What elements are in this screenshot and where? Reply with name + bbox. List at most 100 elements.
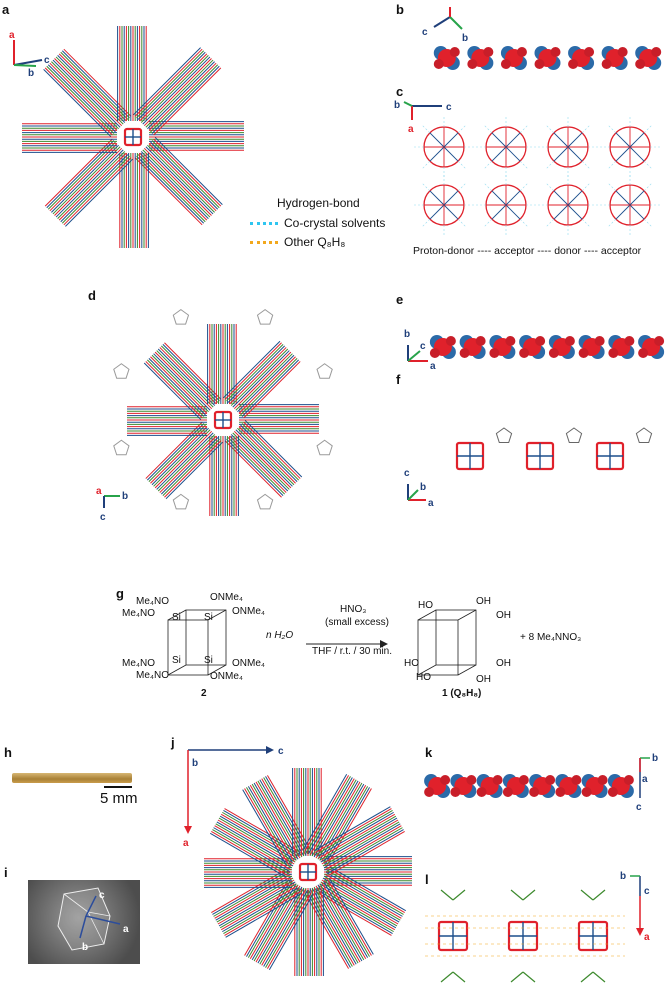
legend-item-other: Other Q₈H₈	[250, 235, 345, 249]
axis-label-a-f: a	[428, 498, 434, 509]
axis-triad-e: b c a	[404, 329, 436, 372]
pentagon-solvent-d	[172, 308, 190, 325]
axis-label-a: a	[9, 30, 15, 41]
spacefill-unit-k	[502, 774, 529, 798]
crystal-structure-j	[204, 768, 412, 976]
spacefill-unit-e	[519, 335, 546, 359]
product-oh-1: HO	[418, 600, 433, 611]
axis-label-a-e: a	[430, 361, 436, 372]
hbond-unit-c	[412, 115, 476, 179]
product-oh-7: HO	[416, 672, 431, 683]
spacefill-unit-k	[607, 774, 634, 798]
panel-letter-l: l	[425, 872, 429, 887]
spacefill-unit-b	[433, 46, 460, 70]
axis-label-c-e: c	[420, 341, 426, 352]
axis-label-b-f: b	[420, 482, 426, 493]
crystal-axis-c: c	[99, 890, 105, 901]
axis-label-a-j: a	[183, 838, 189, 849]
pentagon-solvent-f	[565, 427, 583, 443]
spacefill-unit-b	[601, 46, 628, 70]
packing-diagram-l	[425, 889, 625, 983]
reactant-sub-5: Me₄NO	[122, 658, 155, 669]
axis-label-b-e: b	[404, 329, 410, 340]
axis-label-c-b: c	[422, 27, 428, 38]
molecule-fan-a-arm	[117, 26, 147, 121]
solvent-unit-l	[440, 889, 466, 983]
legend-label-other: Other Q₈H₈	[284, 235, 346, 249]
axis-label-c-f: c	[404, 468, 410, 479]
solvent-unit-l	[510, 889, 536, 983]
spacefill-unit-e	[489, 335, 516, 359]
spacefill-unit-k	[529, 774, 556, 798]
axis-triad-c: b c a	[394, 100, 452, 135]
legend-swatch-other	[250, 240, 278, 244]
cage-unit-l	[577, 920, 609, 952]
packing-diagram-c	[412, 115, 662, 237]
hbond-unit-c	[474, 115, 538, 179]
axis-triad-b: c b	[422, 7, 468, 44]
product-oh-6: OH	[476, 674, 491, 685]
axis-label-b-j: b	[192, 758, 198, 769]
cage-unit-l	[507, 920, 539, 952]
spacefill-chain-e	[429, 335, 665, 359]
axis-triad-f: c b a	[404, 468, 434, 509]
reaction-arrowhead	[380, 640, 388, 648]
scale-bar-label: 5 mm	[100, 790, 138, 807]
product-oh-2: OH	[476, 596, 491, 607]
reactant-sub-6: ONMe₄	[232, 658, 265, 669]
product-oh-5: HO	[404, 658, 419, 669]
crystal-photo-h	[12, 773, 132, 783]
panel-letter-f: f	[396, 372, 401, 387]
molecule-fan-a-arm	[149, 121, 244, 151]
spacefill-unit-k	[581, 774, 608, 798]
spacefill-unit-b	[534, 46, 561, 70]
spacefill-chain-b	[433, 46, 662, 70]
hbond-unit-c	[598, 115, 662, 179]
crystal-axis-b: b	[82, 942, 88, 953]
spacefill-unit-e	[429, 335, 456, 359]
crystal-structure-a	[22, 26, 244, 248]
panel-letter-d: d	[88, 288, 96, 303]
legend-swatch-cocrystal	[250, 221, 278, 225]
pentagon-solvent-d	[256, 308, 274, 325]
axis-triad-d: a b c	[96, 486, 128, 523]
cage-unit-l	[437, 920, 469, 952]
molecule-fan-a-center	[123, 127, 143, 147]
pentagon-solvent-f	[635, 427, 653, 443]
axis-label-c-d: c	[100, 512, 106, 523]
spacefill-unit-b	[635, 46, 662, 70]
molecule-fan-a-arm	[134, 137, 223, 226]
molecule-fan-a-arm	[44, 138, 133, 227]
axis-label-c-j: c	[278, 746, 284, 757]
reactant-sub-8: Me₄NO	[136, 670, 169, 681]
spacefill-unit-e	[459, 335, 486, 359]
cage-unit-f	[525, 441, 555, 471]
molecule-fan-a-arm	[119, 153, 149, 248]
reactant-sub-4: ONMe₄	[232, 606, 265, 617]
axis-label-b: b	[28, 68, 34, 79]
spacefill-unit-e	[578, 335, 605, 359]
molecule-fan-j-arm	[211, 868, 303, 938]
spacefill-unit-k	[476, 774, 503, 798]
axis-label-b-c: b	[394, 100, 400, 111]
molecule-fan-j-arm	[242, 775, 312, 867]
axis-label-b-b: b	[462, 33, 468, 44]
hbond-unit-c	[474, 173, 538, 237]
pentagon-solvent-d	[256, 493, 274, 510]
axis-triad-l: b c a	[620, 871, 650, 943]
reactant-si-3: Si	[172, 655, 181, 666]
legend-item-cocrystal: Co-crystal solvents	[250, 216, 385, 230]
reagent-excess: (small excess)	[325, 617, 389, 628]
panel-letter-i: i	[4, 865, 8, 880]
hbond-unit-c	[536, 115, 600, 179]
packing-diagram-f	[455, 427, 653, 471]
water-reagent: n H₂O	[266, 630, 294, 641]
crystal-structure-d	[113, 308, 333, 516]
solvent-unit-l	[580, 889, 606, 983]
pentagon-solvent-d	[316, 363, 333, 379]
reactant-sub-7: ONMe₄	[210, 671, 243, 682]
crystal-axis-a: a	[123, 924, 129, 935]
product-cage	[417, 609, 477, 676]
axis-triad-j: c b a	[183, 746, 284, 849]
spacefill-unit-e	[608, 335, 635, 359]
